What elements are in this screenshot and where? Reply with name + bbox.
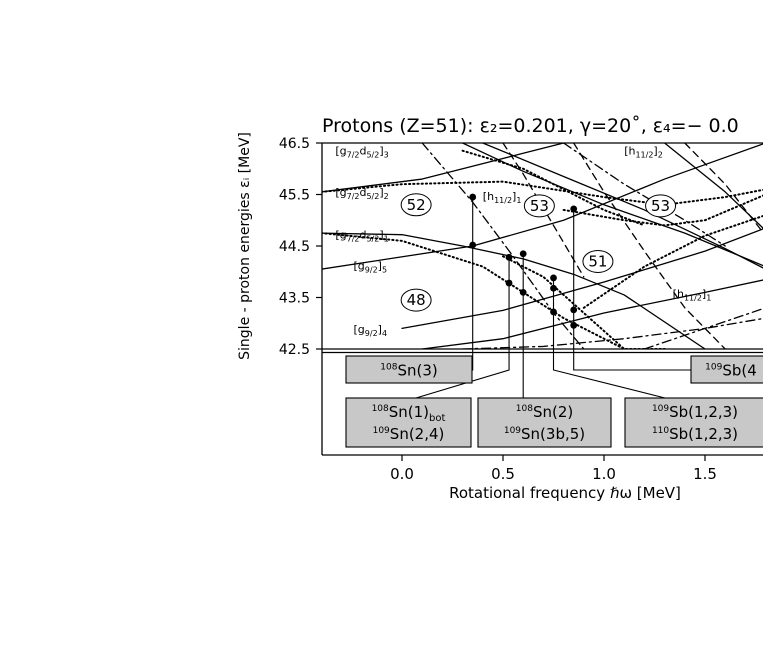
y-tick-label: 43.5	[279, 291, 310, 307]
orbital-label: [g9/2]4	[354, 323, 388, 338]
routhian-curve-dotted	[322, 232, 626, 349]
config-box	[477, 397, 612, 448]
config-box-text: 109Sb(4	[705, 362, 757, 380]
routhian-curve-dotted	[461, 149, 646, 227]
y-tick-label: 44.5	[279, 239, 310, 255]
config-box	[345, 355, 473, 384]
y-tick-label: 45.5	[279, 188, 310, 204]
config-box-text: 109Sn(2,4)	[373, 425, 445, 443]
gap-number: 53	[651, 197, 670, 215]
routhian-curve-dashdot	[643, 307, 763, 349]
orbital-label: [g9/2]5	[354, 260, 388, 275]
config-connector	[472, 197, 474, 371]
orbital-label: [g7/2d5/2]3	[335, 145, 388, 160]
config-box-text: 108Sn(3)	[380, 362, 437, 380]
routhian-curve-dotted	[322, 180, 763, 206]
gap-circle	[582, 249, 614, 273]
orbital-label: [h11/2]2	[624, 145, 663, 160]
orbital-label: [h11/2]1	[483, 190, 522, 205]
y-tick-label: 46.5	[279, 136, 310, 152]
chart-title: Protons (Z=51): ε₂=0.201, γ=20˚, ε₄=− 0.…	[322, 115, 739, 137]
config-connector	[573, 208, 691, 371]
routhian-curve-solid	[401, 228, 763, 330]
x-tick-label: 1.5	[693, 465, 717, 483]
gap-circle	[523, 194, 555, 218]
gap-number: 53	[530, 197, 549, 215]
config-box-text: 110Sb(1,2,3)	[652, 425, 738, 443]
routhian-curve-solid	[322, 143, 565, 193]
gap-circle	[400, 193, 432, 217]
routhian-curve-solid	[322, 143, 763, 270]
x-tick-label: 0.0	[390, 465, 414, 483]
gap-circle	[645, 194, 677, 218]
routhian-curve-solid	[421, 279, 763, 349]
gap-number: 48	[407, 291, 426, 309]
gap-number: 52	[407, 196, 426, 214]
config-box-text: 108Sn(1)bot	[372, 403, 446, 424]
config-connector	[552, 277, 666, 399]
config-box-text: 109Sb(1,2,3)	[652, 403, 738, 421]
routhian-curve-dashed	[684, 143, 763, 234]
routhian-curve-solid	[482, 143, 763, 269]
config-box-text: 109Sn(3b,5)	[504, 425, 585, 443]
routhian-curve-dotted	[582, 214, 763, 309]
gap-circle	[400, 288, 432, 312]
y-tick-label: 42.5	[279, 342, 310, 358]
orbital-label: [g7/2d5/2]1	[335, 229, 388, 244]
y-axis-label: Single - proton energies εᵢ [MeV]	[237, 132, 253, 360]
config-box-text: 108Sn(2)	[516, 403, 573, 421]
routhian-curve-dotted	[562, 194, 763, 227]
x-tick-label: 0.5	[491, 465, 515, 483]
routhian-curve-dashdot	[461, 317, 763, 349]
orbital-label: [g7/2d5/2]2	[335, 186, 388, 201]
routhian-curve-dotted	[502, 255, 666, 349]
config-connector	[415, 257, 510, 399]
gap-number: 51	[588, 252, 607, 270]
x-axis-label: Rotational frequency ℏω [MeV]	[449, 484, 681, 502]
routhian-curve-dashdot	[421, 143, 585, 349]
orbital-label: [h11/2]1	[673, 287, 712, 302]
config-box	[624, 397, 763, 448]
config-box	[690, 355, 763, 384]
config-box	[345, 397, 472, 448]
routhian-curve-dashed	[573, 143, 726, 349]
x-tick-label: 1.0	[592, 465, 616, 483]
